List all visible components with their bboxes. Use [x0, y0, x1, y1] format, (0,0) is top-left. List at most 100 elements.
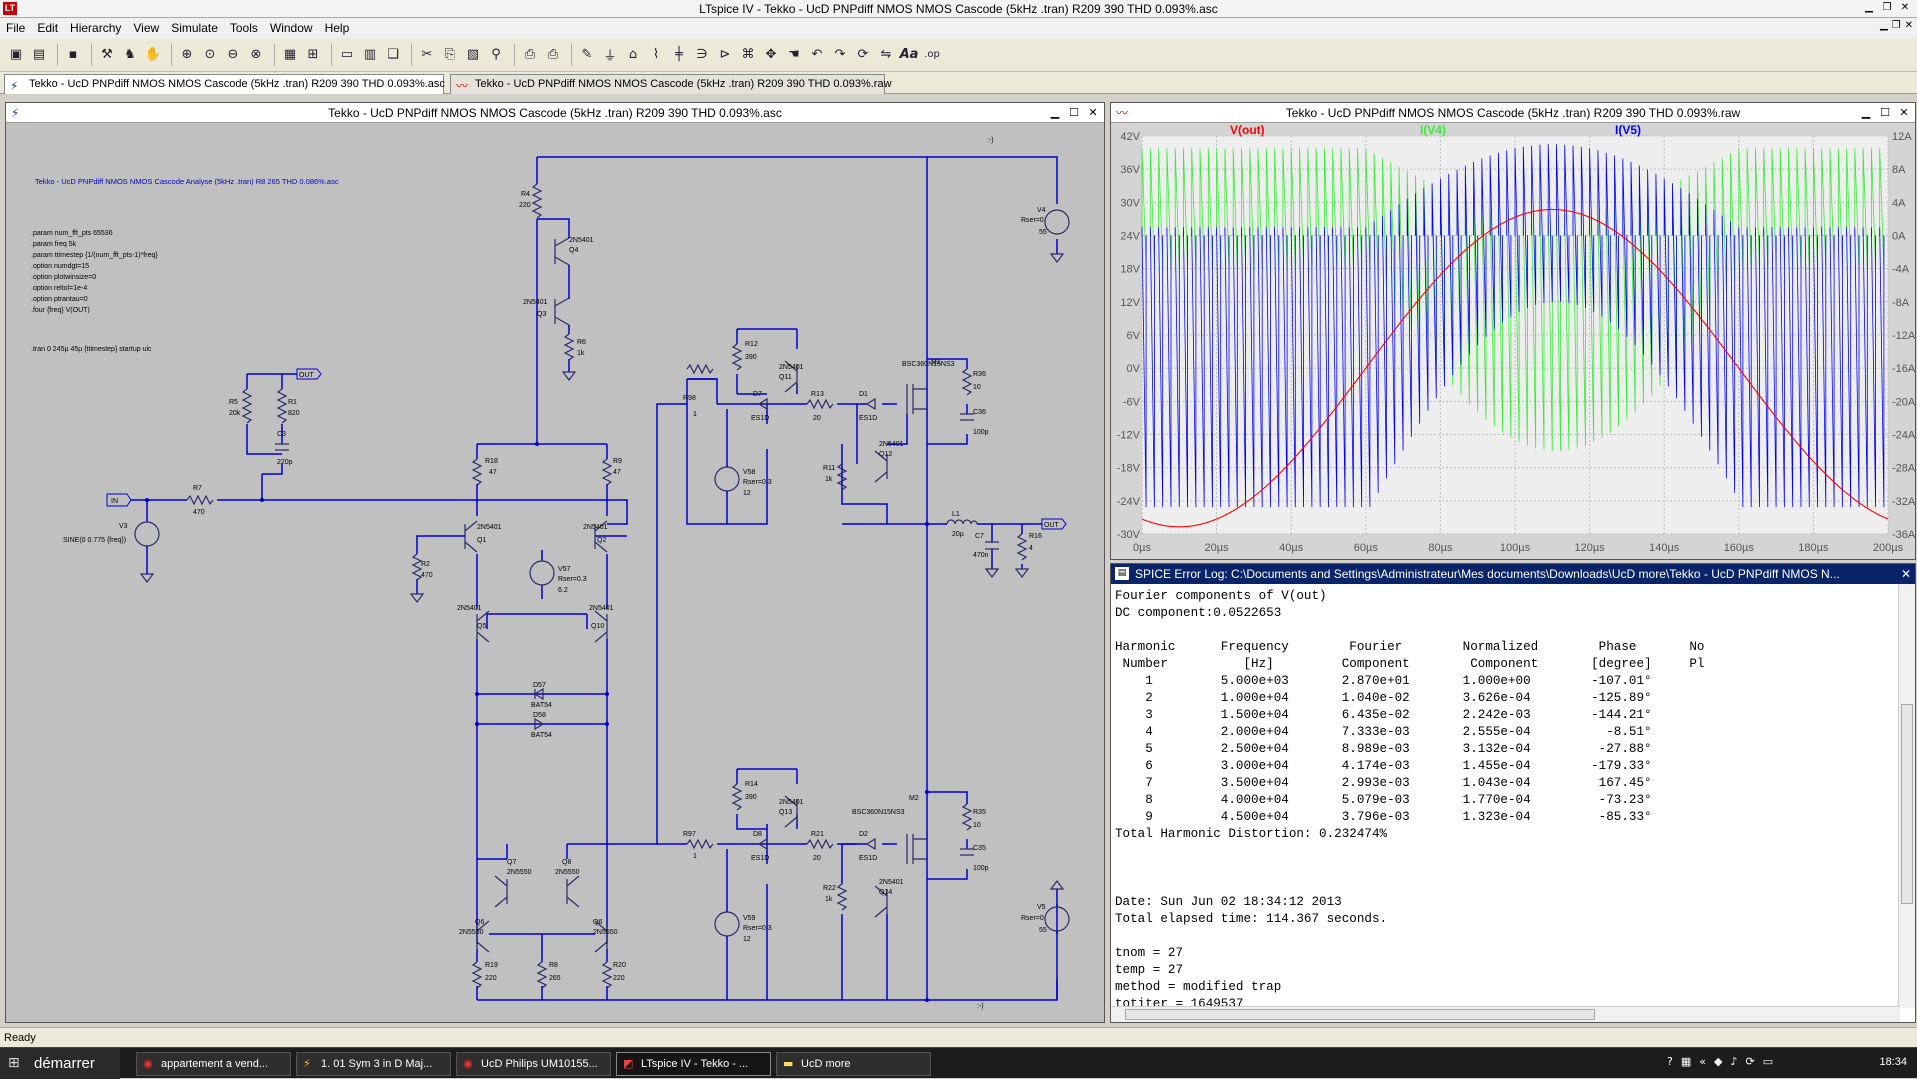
menu-edit[interactable]: Edit — [37, 21, 59, 35]
back-icon[interactable]: « — [1699, 1055, 1706, 1068]
move-icon[interactable]: ✥ — [765, 47, 777, 62]
menu-file[interactable]: File — [6, 21, 26, 35]
rotate-icon[interactable]: ⟳ — [857, 47, 869, 62]
print-setup-icon[interactable]: ⎙ — [524, 47, 536, 62]
schematic-canvas[interactable]: .w{stroke:#0000cc;stroke-width:1.5;fill:… — [7, 124, 1103, 1020]
legend-i-v5[interactable]: I(V5) — [1615, 123, 1641, 137]
wire-icon[interactable]: ✎ — [581, 47, 593, 62]
save-icon[interactable]: ▪ — [68, 47, 78, 62]
taskbar-item[interactable]: ⚡ 1. 01 Sym 3 in D Maj... — [296, 1052, 451, 1076]
v58-source[interactable] — [714, 466, 740, 492]
mirror-icon[interactable]: ⇋ — [880, 47, 892, 62]
minimize-icon[interactable]: ▁ — [1861, 106, 1871, 119]
out-port-flag[interactable] — [1041, 518, 1067, 530]
in-port-flag[interactable] — [106, 493, 132, 507]
log-text[interactable]: Fourier components of V(out)DC component… — [1115, 588, 1895, 1011]
close-icon[interactable]: ✕ — [1088, 106, 1098, 119]
legend-v-out[interactable]: V(out) — [1230, 123, 1265, 137]
new-schematic-icon[interactable]: ▣ — [9, 47, 23, 62]
directive[interactable]: .option ptrantau=0 — [31, 296, 88, 303]
update-icon[interactable]: ⟳ — [1745, 1055, 1755, 1068]
help-icon[interactable]: ? — [1667, 1055, 1673, 1068]
zoom-fit-icon[interactable]: ⊙ — [204, 47, 216, 62]
trace-i-v4[interactable] — [1141, 148, 1885, 452]
directive[interactable]: .option reltol=1e-4 — [31, 285, 87, 292]
control-panel-icon[interactable]: ⚒ — [101, 47, 113, 62]
legend-i-v4[interactable]: I(V4) — [1420, 123, 1446, 137]
undo-icon[interactable]: ↶ — [811, 47, 823, 62]
menu-help[interactable]: Help — [324, 21, 350, 35]
v4-source[interactable] — [1044, 209, 1070, 235]
resistor-icon[interactable]: ⌇ — [652, 47, 660, 62]
menu-window[interactable]: Window — [269, 21, 313, 35]
volume-icon[interactable]: ♪ — [1730, 1055, 1738, 1068]
shield-icon[interactable]: ◆ — [1713, 1055, 1723, 1068]
waveform-chart[interactable]: 42V36V30V24V18V12V6V0V-6V-12V-18V-24V-30… — [1112, 123, 1916, 558]
close-icon[interactable]: ✕ — [1900, 2, 1910, 13]
close-icon[interactable]: ✕ — [1900, 567, 1911, 581]
tab-waveform[interactable]: 〰 Tekko - UcD PNPdiff NMOS NMOS Cascode … — [450, 74, 892, 94]
mdi-minimize-icon[interactable]: ▁ — [1879, 20, 1888, 31]
directive[interactable]: .option plotwinsize=0 — [31, 274, 96, 281]
tile-horizontal-icon[interactable]: ▭ — [340, 47, 354, 62]
menu-tools[interactable]: Tools — [229, 21, 258, 35]
mdi-restore-icon[interactable]: ❐ — [1891, 20, 1901, 31]
zoom-cancel-icon[interactable]: ⊗ — [250, 47, 262, 62]
text-icon[interactable]: Aa — [899, 47, 919, 62]
taskbar-item[interactable]: ◉ appartement a vend... — [136, 1052, 291, 1076]
mdi-close-icon[interactable]: ✕ — [1904, 20, 1913, 31]
maximize-icon[interactable]: ☐ — [1880, 106, 1890, 119]
minimize-icon[interactable]: ▁ — [1050, 106, 1060, 119]
log-horizontal-scrollbar[interactable] — [1111, 1006, 1900, 1022]
menu-hierarchy[interactable]: Hierarchy — [70, 21, 122, 35]
directive[interactable]: .tran 0 245µ 45µ {ttimestep} startup uic — [31, 346, 152, 353]
directive[interactable]: .param num_fft_pts 65536 — [31, 230, 113, 237]
v59-source[interactable] — [714, 911, 740, 937]
maximize-icon[interactable]: ☐ — [1069, 106, 1079, 119]
halt-icon[interactable]: ✋ — [144, 47, 162, 62]
trace-v-out[interactable] — [1141, 208, 1889, 528]
open-icon[interactable]: ▤ — [32, 47, 46, 62]
menu-view[interactable]: View — [133, 21, 160, 35]
display-icon[interactable]: ▭ — [1762, 1055, 1774, 1068]
label-icon[interactable]: ⌂ — [628, 47, 638, 62]
diode-icon[interactable]: ⊳ — [719, 47, 731, 62]
drag-icon[interactable]: ☚ — [788, 47, 800, 62]
start-button[interactable]: ⊞ démarrer — [0, 1048, 120, 1079]
tab-schematic[interactable]: ⚡ Tekko - UcD PNPdiff NMOS NMOS Cascode … — [4, 74, 445, 94]
directive[interactable]: .param ttimestep {1/(num_fft_pts-1)*freq… — [31, 252, 158, 259]
directive[interactable]: .four {freq} V(OUT) — [31, 307, 90, 314]
zoom-in-icon[interactable]: ⊕ — [181, 47, 193, 62]
minimize-icon[interactable]: ▁ — [1865, 2, 1873, 13]
menu-simulate[interactable]: Simulate — [171, 21, 218, 35]
autorange-icon[interactable]: ▦ — [283, 47, 297, 62]
restore-icon[interactable]: ❐ — [1882, 2, 1892, 13]
taskbar-item[interactable]: ◩ LTspice IV - Tekko - ... — [616, 1052, 771, 1076]
print-icon[interactable]: ⎙ — [547, 47, 559, 62]
cut-icon[interactable]: ✂ — [421, 47, 433, 62]
v57-source[interactable] — [529, 560, 555, 586]
ground-icon[interactable]: ⏚ — [603, 49, 617, 64]
tile-vertical-icon[interactable]: ▥ — [363, 47, 377, 62]
spice-directive-icon[interactable]: .op — [924, 49, 940, 60]
log-vertical-scrollbar[interactable] — [1898, 584, 1915, 1008]
taskbar-item[interactable]: ◉ UcD Philips UM10155... — [456, 1052, 611, 1076]
capacitor-icon[interactable]: ╪ — [675, 47, 683, 62]
component-icon[interactable]: ⌘ — [741, 47, 755, 62]
find-icon[interactable]: ⚲ — [491, 47, 501, 62]
spice-directives[interactable]: .param num_fft_pts 65536 .param freq 5k … — [31, 230, 158, 353]
inductor-icon[interactable]: ∋ — [696, 47, 708, 62]
directive[interactable]: .option numdgt=15 — [31, 263, 89, 270]
measure-icon[interactable]: ⊞ — [307, 47, 319, 62]
v3-source[interactable] — [134, 521, 160, 547]
paste-icon[interactable]: ▧ — [466, 47, 480, 62]
close-icon[interactable]: ✕ — [1899, 106, 1909, 119]
taskbar-item[interactable]: ▬ UcD more — [776, 1052, 931, 1076]
out-port-flag[interactable] — [296, 368, 322, 380]
trace-i-v5[interactable] — [1141, 144, 1885, 508]
zoom-out-icon[interactable]: ⊖ — [227, 47, 239, 62]
redo-icon[interactable]: ↷ — [834, 47, 846, 62]
cascade-icon[interactable]: ❏ — [387, 47, 399, 62]
run-icon[interactable]: ♞ — [124, 47, 136, 62]
copy-icon[interactable]: ⎘ — [444, 47, 456, 62]
